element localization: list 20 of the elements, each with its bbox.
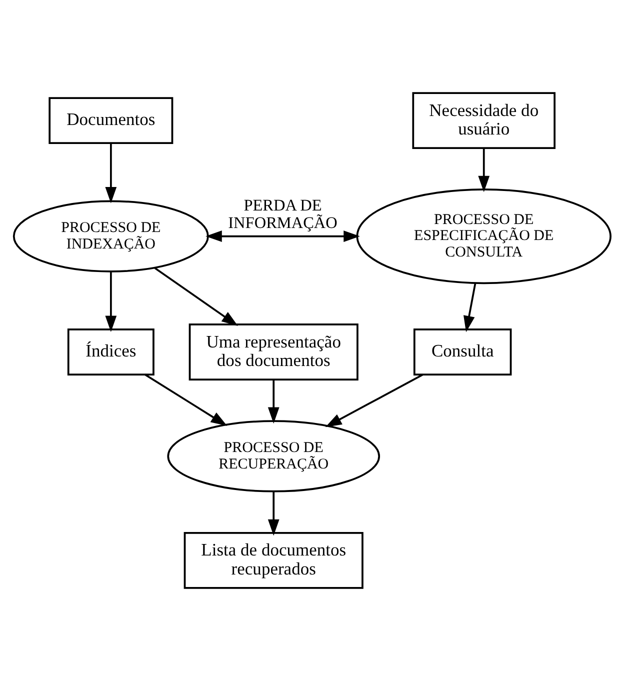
node-box: Índices [67, 328, 154, 375]
arrow [464, 282, 476, 332]
arrow [105, 272, 117, 332]
edge-label: PERDA DE INFORMAÇÃO [228, 196, 338, 232]
arrow [154, 266, 238, 326]
node-box: Necessidade do usuário [412, 92, 556, 148]
arrow [206, 230, 360, 242]
arrow [144, 373, 228, 426]
node-ellipse: PROCESSO DE INDEXAÇÃO [12, 200, 209, 272]
node-box: Uma representação dos documentos [188, 323, 358, 380]
node-box: Consulta [413, 328, 512, 375]
arrow [105, 142, 117, 203]
arrow [478, 148, 490, 192]
node-ellipse: PROCESSO DE ESPECIFICAÇÃO DE CONSULTA [356, 188, 612, 284]
node-box: Lista de documentos recuperados [184, 532, 364, 588]
node-box: Documentos [48, 96, 174, 144]
arrow [325, 373, 424, 427]
arrow [268, 491, 280, 536]
arrow [268, 379, 280, 424]
node-ellipse: PROCESSO DE RECUPERAÇÃO [167, 420, 380, 492]
